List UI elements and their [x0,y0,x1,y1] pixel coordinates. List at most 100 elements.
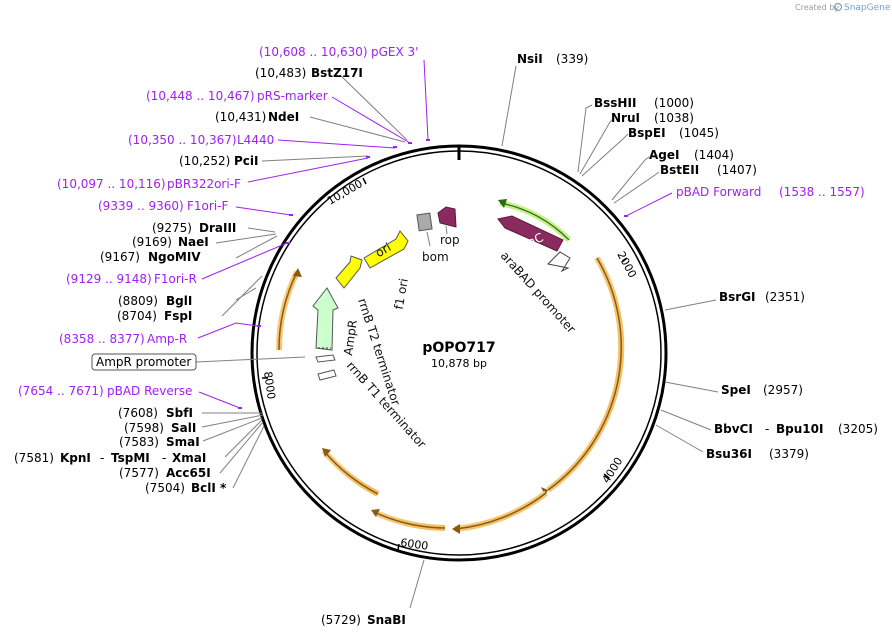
primer-F1ori-F-range: (9339 .. 9360) [98,199,184,213]
site-NsiI[interactable]: NsiI [517,52,543,66]
site-Acc65I[interactable]: Acc65I [166,466,211,480]
primer-F1ori-F[interactable]: F1ori-F [187,199,228,213]
feature-rop[interactable]: rop [437,206,460,247]
site-KpnI[interactable]: KpnI [60,451,91,465]
site-TspMI[interactable]: TspMI [111,451,150,465]
site-BsrGI-pos: (2351) [765,290,805,304]
tick-label-6000: 6000 [400,536,430,553]
snapgene-credit: Created by SnapGene [795,2,891,13]
site-Bpu10I[interactable]: Bpu10I [776,422,823,436]
orf-arc-4 [321,449,380,497]
site-SbfI-pos: (7608) [118,406,158,420]
orf-arcs [275,256,625,534]
feature-label-AmpR-promoter: AmpR promoter [96,355,191,369]
primer-pBAD-Forward-range: (1538 .. 1557) [779,185,865,199]
site-Bpu10I-pos: (3205) [838,422,878,436]
feature-araBAD-promoter[interactable]: araBAD promoter [498,249,579,336]
site-BclI-pos: (7504) [145,481,185,495]
plasmid-size: 10,878 bp [431,357,487,370]
site-FspI[interactable]: FspI [164,309,192,323]
plasmid-name: pOPO717 [422,340,495,356]
feature-f1-ori[interactable]: f1 ori [335,255,411,311]
site-BglI[interactable]: BglI [166,294,192,308]
site-NruI-pos: (1038) [654,111,694,125]
site-PciI[interactable]: PciI [234,154,259,168]
primer-Amp-R-range: (8358 .. 8377) [59,332,145,346]
orf-arc-3-head [371,509,380,517]
feature-label-f1ori: f1 ori [392,277,411,310]
orf-arc-3 [372,509,446,531]
site-BstZ17I-pos: (10,483) [255,66,306,80]
site-AgeI-pos: (1404) [694,148,734,162]
site-BsrGI[interactable]: BsrGI [719,290,756,304]
primer-pBAD-Reverse[interactable]: pBAD Reverse [107,384,192,398]
site-SalI[interactable]: SalI [171,421,196,435]
site-SbfI[interactable]: SbfI [166,406,193,420]
feature-label-bom: bom [422,250,449,264]
primer-pBAD-Reverse-range: (7654 .. 7671) [18,384,104,398]
feature-araC[interactable]: araC [497,199,572,254]
primer-markers [238,139,628,409]
site-BssHII[interactable]: BssHII [594,96,636,110]
site-BstEII[interactable]: BstEII [660,163,699,177]
orf-arc-4-line [323,450,379,495]
site-SnaBI[interactable]: SnaBI [367,613,406,627]
orf-arc-2-line [454,492,547,530]
primer-pGEX3[interactable]: pGEX 3' [371,45,418,59]
site-SpeI-pos: (2957) [763,383,803,397]
site-SmaI-pos: (7583) [119,435,159,449]
site-TspMI-sep: - [162,451,166,465]
site-NdeI[interactable]: NdeI [268,110,299,124]
feature-AmpR[interactable]: AmpR [312,287,360,356]
feature-label-rop: rop [440,233,460,247]
site-BbvCI-sep: - [765,422,769,436]
site-Acc65I-pos: (7577) [119,466,159,480]
orf-arc-5-head [293,268,302,277]
orf-arc-2-head [452,524,460,534]
primer-pBR322ori-F-range: (10,097 .. 10,116) [57,177,166,191]
site-NgoMIV[interactable]: NgoMIV [148,250,201,264]
primer-L4440[interactable]: L4440 [237,133,274,147]
site-SalI-pos: (7598) [124,421,164,435]
primer-pBAD-Forward[interactable]: pBAD Forward [676,185,761,199]
site-DraIII-pos: (9275) [152,221,192,235]
orf-arc-2 [454,490,548,532]
primer-pGEX3-range: (10,608 .. 10,630) [259,45,368,59]
site-BssHII-pos: (1000) [654,96,694,110]
site-NruI[interactable]: NruI [611,111,640,125]
leader-lines-primers [197,59,673,409]
site-XmaI[interactable]: XmaI [172,451,206,465]
primer-pRS-marker[interactable]: pRS-marker [257,89,328,103]
site-BstEII-pos: (1407) [717,163,757,177]
site-BbvCI[interactable]: BbvCI [714,422,753,436]
site-AgeI[interactable]: AgeI [649,148,679,162]
araC-arrow[interactable] [497,215,564,252]
orf-arc-1-line [547,257,622,491]
site-SmaI[interactable]: SmaI [166,435,200,449]
site-SnaBI-pos: (5729) [321,613,361,627]
site-DraIII[interactable]: DraIII [199,221,236,235]
feature-bom[interactable]: bom [416,212,449,264]
feature-label-ori: ori [373,240,394,260]
leader-lines-left [195,74,408,489]
feature-AmpR-promoter[interactable]: AmpR promoter [91,353,197,371]
site-BglI-pos: (8809) [118,294,158,308]
primer-pRS-marker-range: (10,448 .. 10,467) [146,89,255,103]
primer-pBR322ori-F[interactable]: pBR322ori-F [167,177,241,191]
site-BspEI[interactable]: BspEI [628,126,666,140]
site-BstZ17I[interactable]: BstZ17I [311,66,363,80]
site-labels-left: (10,483) BstZ17I (10,431) NdeI (10,252) … [14,66,363,495]
tick-label-8000: 8000 [261,371,278,401]
site-Bsu36I[interactable]: Bsu36I [706,447,752,461]
feature-ori[interactable]: ori [363,230,409,269]
site-SpeI[interactable]: SpeI [721,383,751,397]
site-BclI[interactable]: BclI * [191,481,227,495]
site-Bsu36I-pos: (3379) [769,447,809,461]
primer-F1ori-R[interactable]: F1ori-R [154,272,197,286]
site-KpnI-sep: - [100,451,104,465]
primer-Amp-R[interactable]: Amp-R [147,332,187,346]
credit-prefix: Created by [795,3,839,12]
orf-arc-3-line [373,511,446,529]
site-NaeI[interactable]: NaeI [178,235,209,249]
